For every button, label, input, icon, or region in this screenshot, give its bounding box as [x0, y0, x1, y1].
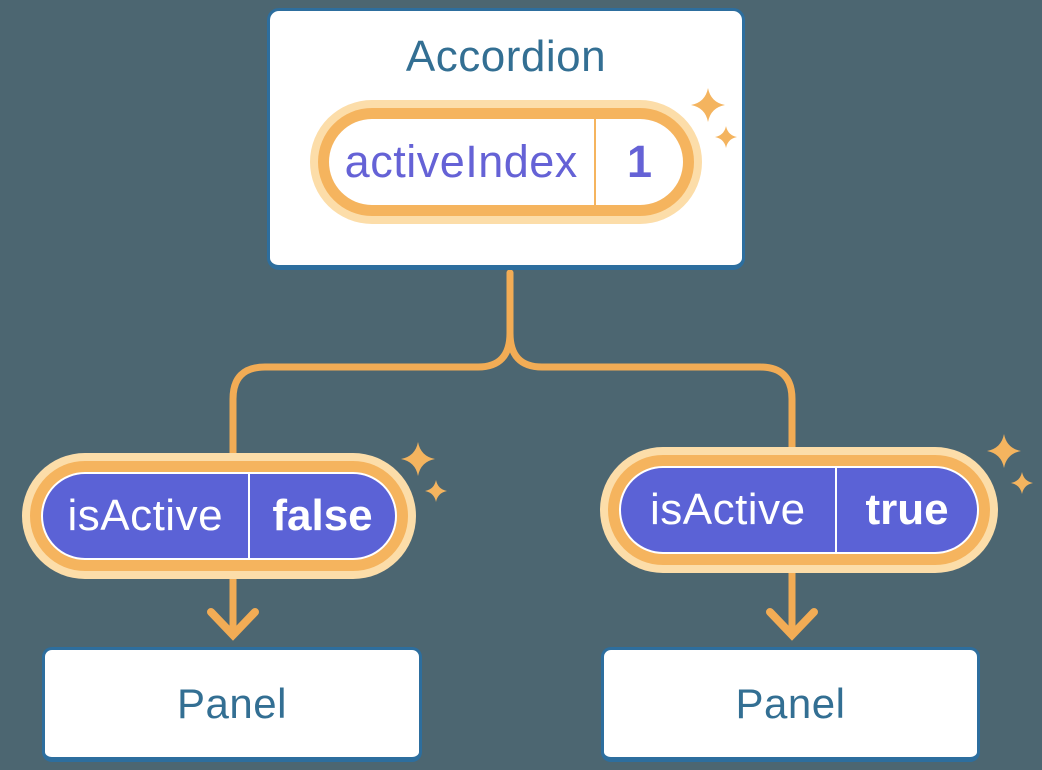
panel-node-right: Panel — [601, 647, 980, 762]
prop-value: true — [865, 485, 949, 534]
state-pill-ring: activeIndex 1 — [318, 108, 694, 217]
state-pill-activeindex: activeIndex 1 — [310, 100, 702, 225]
pill-divider — [247, 474, 250, 558]
panel-node-left: Panel — [42, 647, 422, 762]
prop-pill-isactive-true: isActive true — [600, 447, 998, 573]
accordion-node: Accordion activeIndex 1 — [267, 8, 745, 270]
state-name-label: activeIndex — [344, 136, 578, 188]
arrow-head-left-icon — [207, 608, 259, 641]
prop-pill-ring: isActive false — [30, 461, 408, 571]
arrow-head-right-icon — [766, 608, 818, 641]
sparkle-icon — [691, 88, 737, 148]
pill-divider — [593, 119, 596, 206]
pill-divider — [834, 468, 837, 552]
prop-name-label: isActive — [67, 491, 224, 540]
prop-value: false — [272, 491, 373, 540]
prop-name-label: isActive — [649, 485, 806, 534]
prop-pill-isactive-false: isActive false — [22, 453, 416, 579]
branch-line-right — [506, 269, 796, 633]
prop-pill-ring: isActive true — [608, 455, 990, 565]
accordion-title: Accordion — [405, 32, 607, 81]
sparkle-icon — [987, 434, 1033, 494]
state-value: 1 — [626, 136, 653, 188]
sparkle-icon — [401, 442, 447, 502]
